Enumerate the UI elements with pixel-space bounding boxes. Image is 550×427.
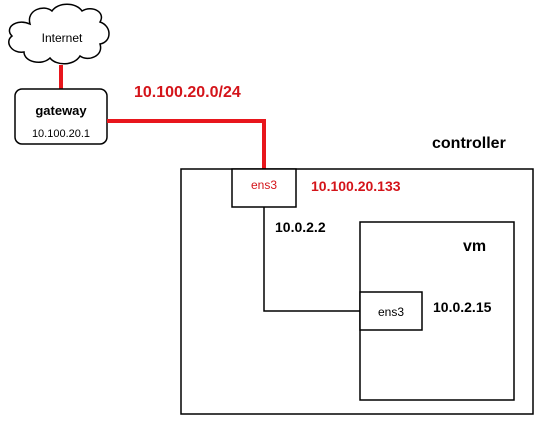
- cloud-label: Internet: [42, 31, 83, 45]
- controller-title: controller: [432, 135, 506, 152]
- vm-nic-ip: 10.0.2.15: [433, 299, 492, 315]
- vm-nic: ens3: [359, 291, 423, 331]
- gateway-node: gateway 10.100.20.1: [14, 88, 108, 145]
- vm-title: vm: [463, 238, 486, 255]
- bridge-ip: 10.0.2.2: [275, 219, 326, 235]
- controller-nic-name: ens3: [251, 178, 277, 192]
- controller-box: [180, 168, 534, 415]
- internet-cloud: Internet: [8, 3, 110, 65]
- cloud-shape: [8, 3, 110, 65]
- network-label: 10.100.20.0/24: [134, 84, 241, 101]
- gateway-controller-link: [107, 119, 266, 169]
- vm-nic-name: ens3: [378, 305, 404, 319]
- controller-nic-box: [231, 168, 297, 208]
- controller-vm-link: [263, 207, 360, 312]
- gateway-box: [14, 88, 108, 145]
- controller-nic: ens3: [231, 168, 297, 208]
- gateway-ip: 10.100.20.1: [32, 128, 90, 140]
- vm-nic-box: [359, 291, 423, 331]
- gateway-title: gateway: [35, 103, 87, 118]
- controller-nic-ip: 10.100.20.133: [311, 178, 401, 194]
